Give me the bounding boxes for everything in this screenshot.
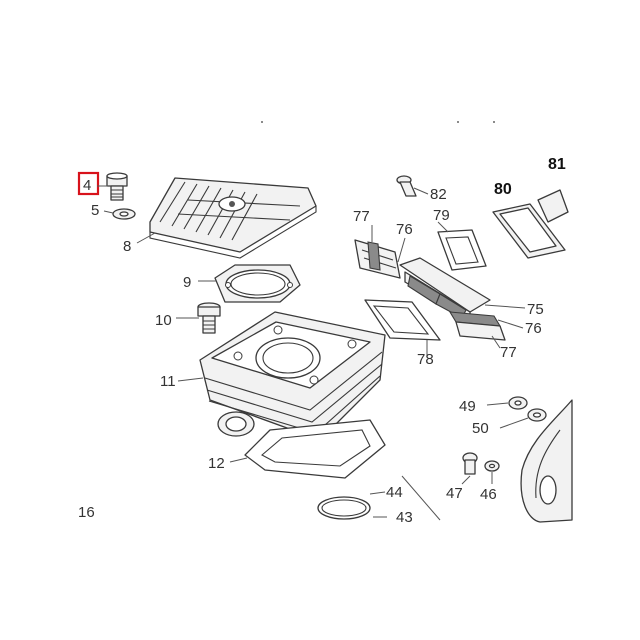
part-76-reed-stop-upper[interactable] (367, 241, 381, 271)
part-77-reed-petal-lower[interactable] (455, 321, 506, 341)
label-47: 47 (446, 485, 463, 502)
part-49-nut[interactable] (508, 396, 528, 410)
crankcase-fragment (520, 399, 573, 523)
label-46: 46 (480, 486, 497, 503)
label-77-lower: 77 (500, 344, 517, 361)
label-76-lower: 76 (525, 320, 542, 337)
label-8: 8 (123, 238, 131, 255)
part-11-cylinder[interactable] (199, 311, 386, 441)
label-81: 81 (548, 156, 566, 173)
label-50: 50 (472, 420, 489, 437)
label-10: 10 (155, 312, 172, 329)
label-80: 80 (494, 181, 512, 198)
label-76-upper: 76 (396, 221, 413, 238)
label-9: 9 (183, 274, 191, 291)
label-78: 78 (417, 351, 434, 368)
part-50-washer[interactable] (527, 408, 547, 422)
label-11: 11 (160, 373, 176, 390)
part-82-screw[interactable] (396, 175, 417, 197)
label-49: 49 (459, 398, 476, 415)
label-79: 79 (433, 207, 450, 224)
label-16: 16 (78, 504, 95, 521)
label-44: 44 (386, 484, 403, 501)
part-8-cylinder-head[interactable] (149, 177, 317, 259)
label-82: 82 (430, 186, 447, 203)
label-12: 12 (208, 455, 225, 472)
part-47-stud[interactable] (462, 452, 478, 475)
part-10-stud[interactable] (197, 302, 221, 334)
part-44-piston-ring[interactable] (317, 496, 371, 520)
part-75-reed-block[interactable] (399, 257, 491, 321)
label-5: 5 (91, 202, 99, 219)
highlight-box (77, 171, 100, 196)
part-79-gasket[interactable] (437, 229, 487, 271)
scan-marks (261, 121, 495, 123)
part-5-washer[interactable] (112, 208, 136, 220)
part-80-intake-manifold[interactable] (492, 189, 569, 259)
label-75: 75 (527, 301, 544, 318)
label-43: 43 (396, 509, 413, 526)
part-9-head-gasket[interactable] (214, 264, 301, 303)
part-4-bolt[interactable] (106, 172, 128, 201)
label-4: 4 (83, 177, 91, 194)
part-12-base-gasket[interactable] (244, 419, 386, 479)
part-78-gasket[interactable] (364, 299, 441, 341)
label-77-upper: 77 (353, 208, 370, 225)
part-46-washer[interactable] (484, 460, 500, 472)
